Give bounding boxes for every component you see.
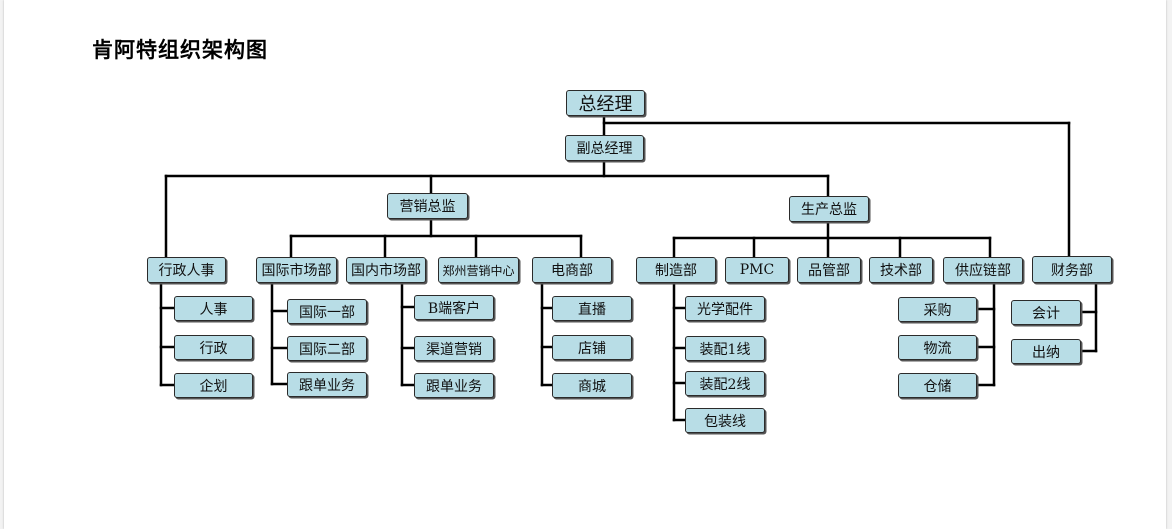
node-intl-order-followup: 跟单业务 bbox=[287, 372, 367, 397]
node-admin-hr: 行政人事 bbox=[147, 257, 226, 283]
node-cashier: 出纳 bbox=[1011, 339, 1081, 364]
node-domestic-market: 国内市场部 bbox=[346, 257, 426, 283]
node-warehousing: 仓储 bbox=[898, 373, 977, 398]
node-supply-chain: 供应链部 bbox=[943, 257, 1023, 283]
node-optical-parts: 光学配件 bbox=[685, 296, 765, 321]
node-planning: 企划 bbox=[174, 373, 253, 398]
node-channel-marketing: 渠道营销 bbox=[414, 336, 494, 361]
node-manufacturing: 制造部 bbox=[636, 257, 716, 283]
node-assembly-line-1: 装配1线 bbox=[685, 336, 765, 361]
node-store: 店铺 bbox=[552, 335, 632, 360]
node-domestic-order-followup: 跟单业务 bbox=[414, 373, 494, 398]
node-intl-market: 国际市场部 bbox=[256, 257, 337, 283]
node-intl-dept-1: 国际一部 bbox=[287, 299, 367, 324]
node-admin: 行政 bbox=[174, 335, 253, 360]
node-accounting: 会计 bbox=[1011, 300, 1081, 325]
node-hr: 人事 bbox=[174, 296, 253, 321]
node-packaging-line: 包装线 bbox=[685, 408, 765, 433]
node-tech: 技术部 bbox=[869, 257, 933, 283]
node-general-manager: 总经理 bbox=[566, 90, 645, 116]
node-mall: 商城 bbox=[552, 373, 632, 398]
node-b2b-customers: B端客户 bbox=[414, 295, 494, 320]
node-intl-dept-2: 国际二部 bbox=[287, 336, 367, 361]
node-assembly-line-2: 装配2线 bbox=[685, 371, 765, 396]
node-quality: 品管部 bbox=[797, 257, 861, 283]
document-page: 肯阿特组织架构图 bbox=[4, 0, 1166, 529]
node-finance: 财务部 bbox=[1032, 256, 1112, 283]
node-logistics: 物流 bbox=[898, 335, 977, 360]
page-title: 肯阿特组织架构图 bbox=[92, 38, 268, 62]
connector-lines bbox=[159, 114, 1098, 422]
node-production-director: 生产总监 bbox=[789, 196, 869, 222]
node-marketing-director: 营销总监 bbox=[387, 193, 468, 219]
node-zhengzhou-center: 郑州营销中心 bbox=[438, 257, 519, 283]
node-livestream: 直播 bbox=[552, 296, 632, 321]
node-deputy-general-manager: 副总经理 bbox=[565, 135, 644, 161]
node-purchasing: 采购 bbox=[898, 297, 977, 322]
node-ecommerce: 电商部 bbox=[532, 257, 612, 283]
node-pmc: PMC bbox=[725, 257, 789, 283]
